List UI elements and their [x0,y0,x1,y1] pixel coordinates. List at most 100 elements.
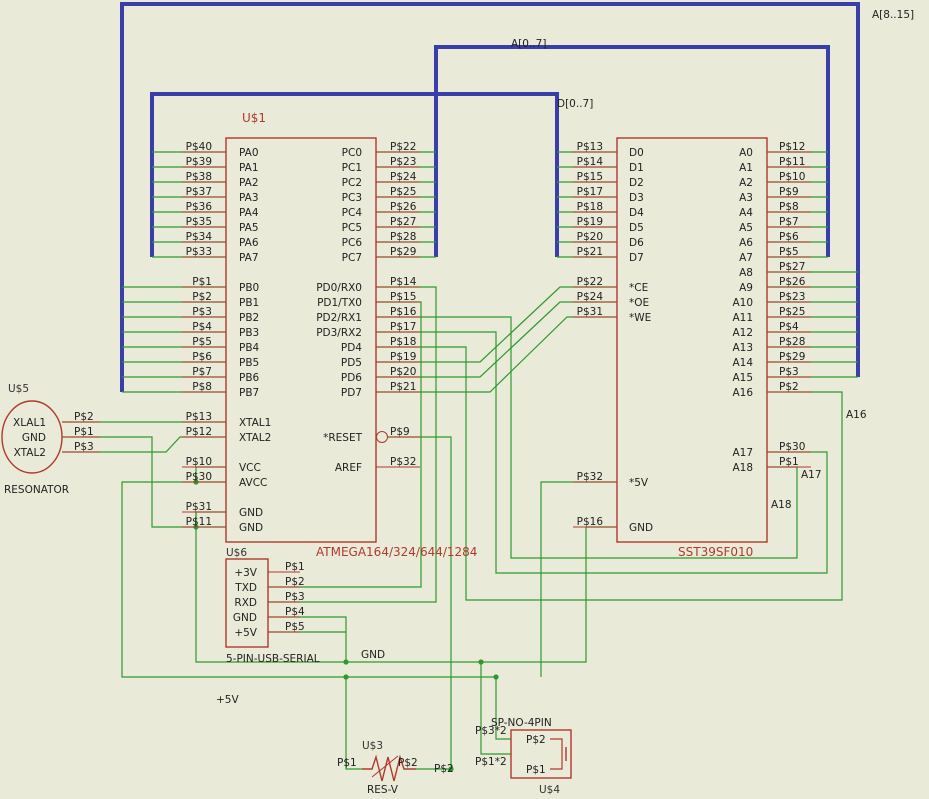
u4-pad: P$1 [526,764,546,776]
u1-pin-left: PA2 [239,177,259,189]
u3-arrow [371,755,399,778]
u2-pin-left: D6 [629,237,644,249]
u3-pad1: P$1 [337,757,357,769]
net-label-gnd: GND [361,649,385,661]
u5-pin: GND [22,432,46,444]
u1-pin-right: *RESET [323,432,362,444]
u2-pin-left: D2 [629,177,644,189]
u1-pin-right: PC7 [342,252,362,264]
u2-pad-right: P$28 [779,336,805,348]
u1-pad-right: P$23 [390,156,416,168]
u5-ref: U$5 [8,383,29,395]
u1-pin-right: PD0/RX0 [316,282,362,294]
u3-resistor [362,754,416,782]
u2-pin-right: A12 [732,327,753,339]
u1-pin-left: PA1 [239,162,259,174]
u1-pad-right: P$20 [390,366,416,378]
u1-body [225,137,377,543]
u1-pad-right: P$28 [390,231,416,243]
u2-pad-left: P$17 [577,186,603,198]
u4-pad: P$1*2 [475,756,507,768]
u1-pin-left: PA0 [239,147,259,159]
u1-pad-right: P$25 [390,186,416,198]
u4-pad: P$3*2 [475,725,507,737]
u6-pin: GND [233,612,257,624]
u1-pad-left: P$13 [186,411,212,423]
u2-pad-left: P$13 [577,141,603,153]
u2-pad-left: P$19 [577,216,603,228]
u2-pin-right: A17 [732,447,753,459]
bus-data [150,92,559,257]
u2-pad-right: P$27 [779,261,805,273]
u1-pin-left: PB0 [239,282,259,294]
u1-pin-left: XTAL1 [239,417,271,429]
u2-pin-right: A4 [739,207,753,219]
u2-pin-left: D3 [629,192,644,204]
u2-pin-right: A11 [732,312,753,324]
u1-pad-left: P$36 [186,201,213,213]
net-5v-c [346,676,511,740]
u2-pin-left: D0 [629,147,644,159]
u5-value: RESONATOR [4,484,69,496]
u2-pin-right: A0 [739,147,753,159]
u1-pad-left: P$39 [186,156,212,168]
u1-pin-left: PB5 [239,357,259,369]
u1-pin-left: AVCC [239,477,267,489]
u2-pad-right: P$8 [779,201,799,213]
u5-pad: P$2 [74,411,94,423]
u1-pin-right: PC3 [342,192,362,204]
bus-label-a-low: A[0..7] [511,38,546,50]
u2-pad-right: P$1 [779,456,799,468]
u1-pin-right: PC4 [342,207,363,219]
u2-pin-right: A16 [732,387,753,399]
net-label-5v: +5V [216,694,239,706]
u2-pad-right: P$4 [779,321,799,333]
u2-pad-right: P$3 [779,366,799,378]
u1-pin-left: PA7 [239,252,259,264]
u6-pin: TXD [234,582,257,594]
u1-pad-right: P$18 [390,336,416,348]
net-label-a16: A16 [846,409,867,421]
u1-pin-right: PC1 [342,162,362,174]
u1-pin-right: PD4 [341,342,362,354]
u2-pin-left: *WE [629,312,651,324]
u1-pad-left: P$3 [192,306,212,318]
u1-pad-left: P$12 [186,426,212,438]
u2-pad-right: P$25 [779,306,805,318]
u6-ref: U$6 [226,547,247,559]
u3-ext-pad: P$2 [434,763,454,775]
u1-pad-left: P$11 [186,516,212,528]
u1-pin-left: PA5 [239,222,259,234]
u2-pad-right: P$10 [779,171,805,183]
u4-value: SP-NO-4PIN [491,717,552,729]
junction-dot [493,674,499,680]
u1-pin-left: VCC [239,462,261,474]
u2-pin-right: A15 [732,372,753,384]
u2-pin-right: A14 [732,357,753,369]
net-label-a18: A18 [771,499,792,511]
u6-body [225,558,269,648]
u1-pad-left: P$1 [192,276,212,288]
u1-pad-left: P$33 [186,246,212,258]
junction-dot [343,659,349,665]
u2-pad-left: P$24 [577,291,604,303]
u2-pin-right: A2 [739,177,753,189]
u2-pin-left: D5 [629,222,644,234]
u2-pin-left: D7 [629,252,644,264]
u1-pin-left: PB6 [239,372,260,384]
bus-a-high [120,2,860,392]
u2-pad-right: P$23 [779,291,805,303]
u2-pin-right: A13 [732,342,753,354]
u2-pad-right: P$29 [779,351,805,363]
u1-pin-right: PD2/RX1 [316,312,362,324]
u1-pin-right: PC6 [342,237,363,249]
u6-pad: P$3 [285,591,305,603]
net-label-a17: A17 [801,469,822,481]
u2-pin-right: A10 [732,297,753,309]
u1-pad-left: P$8 [192,381,212,393]
u2-pin-left: *OE [629,297,649,309]
u2-pin-left: *5V [629,477,649,489]
u1-pin-right: PC5 [342,222,362,234]
u6-pad: P$2 [285,576,305,588]
u2-pad-right: P$30 [779,441,805,453]
